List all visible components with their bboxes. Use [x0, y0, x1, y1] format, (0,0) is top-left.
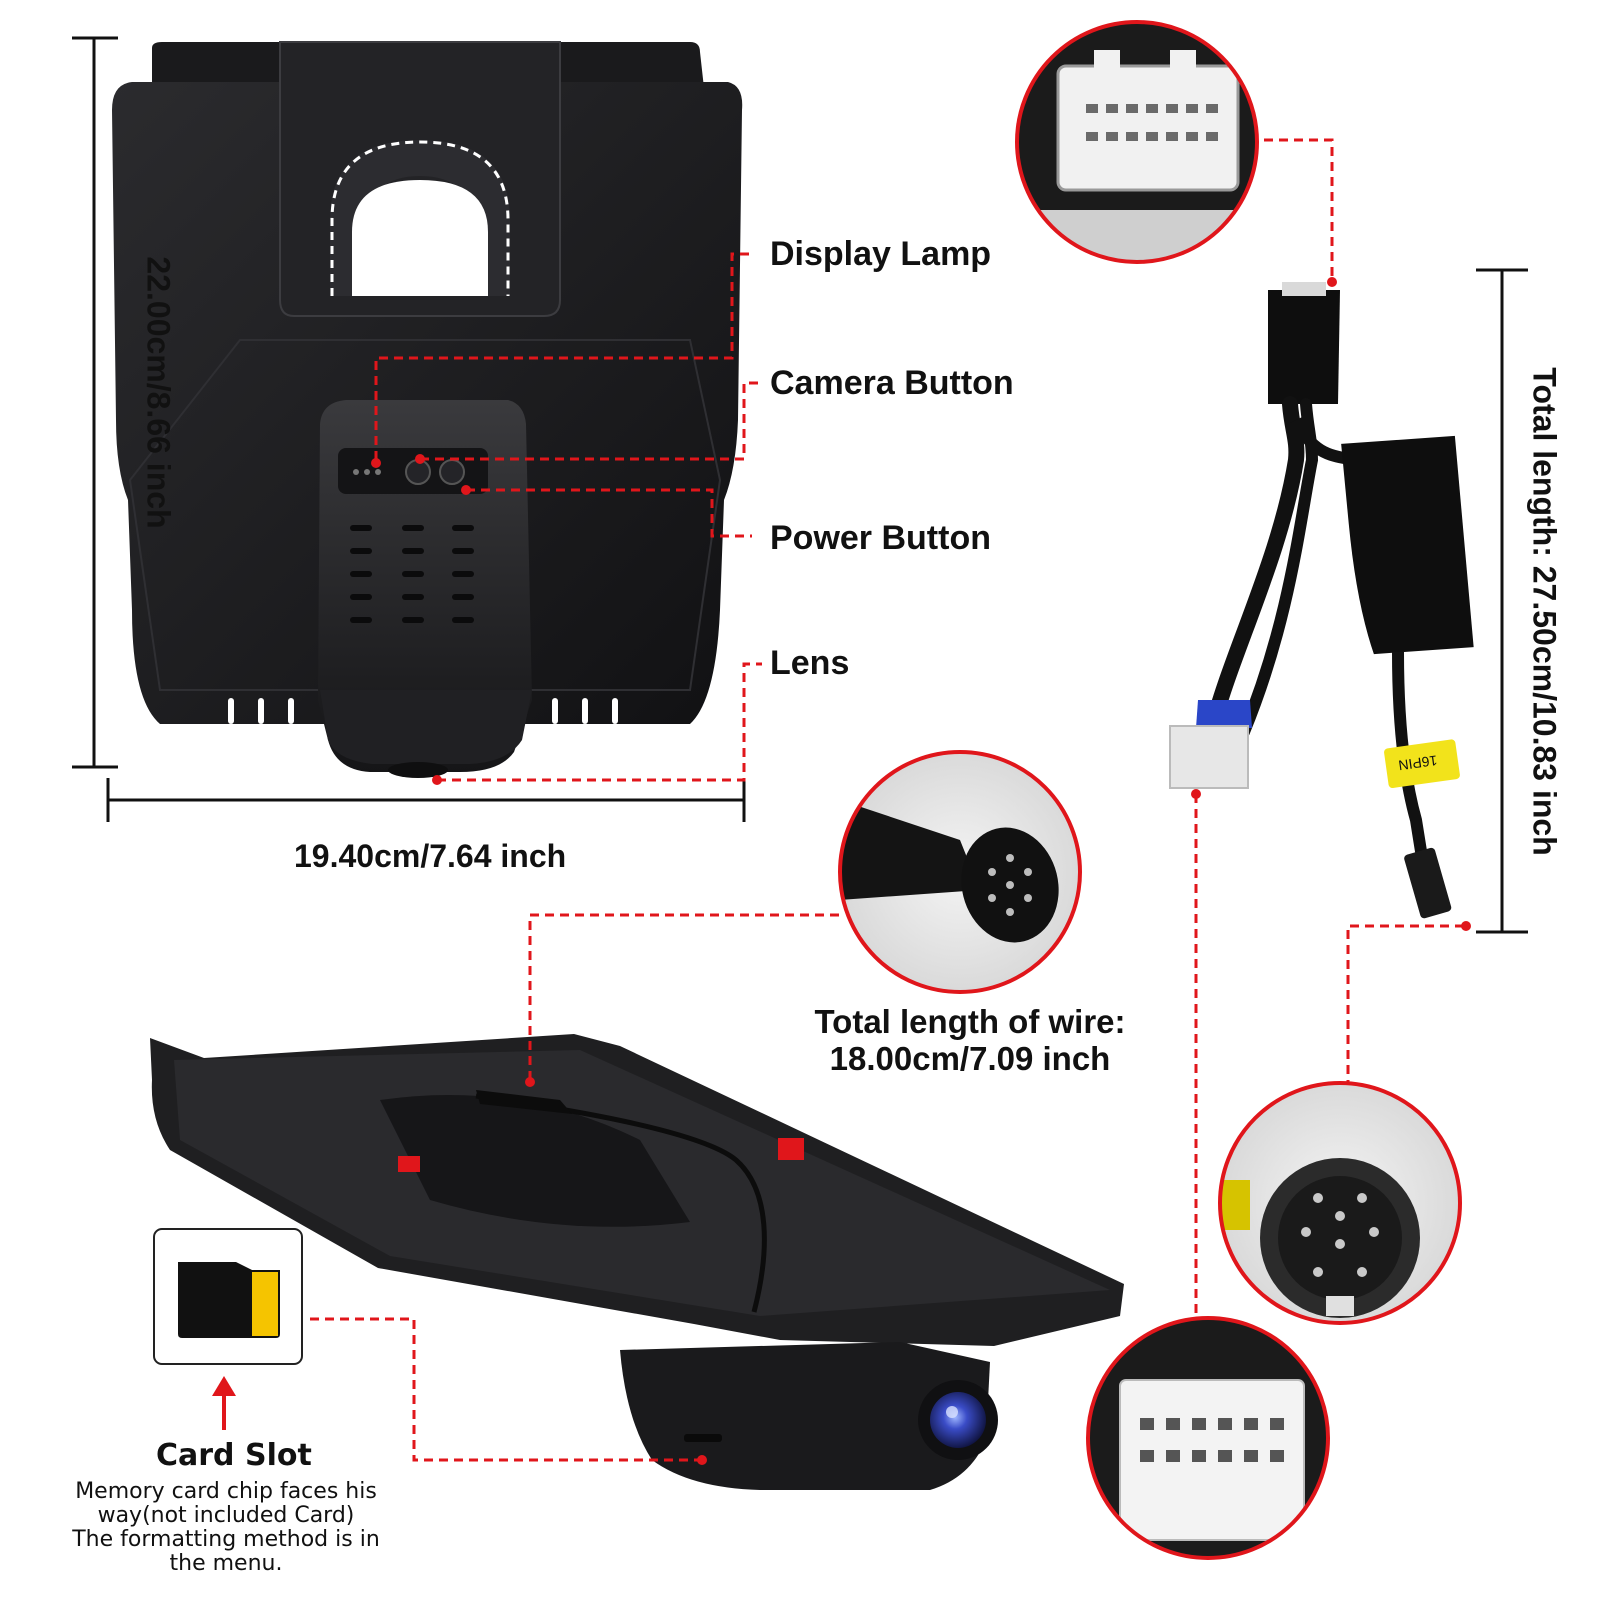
connector-zoom-round-plug [838, 750, 1082, 994]
dashcam-mount-view [150, 1034, 1124, 1490]
height-dimension-line [72, 36, 118, 769]
card-slot-arrow-icon [212, 1376, 236, 1430]
connector-tag-label: 16PIN [1397, 752, 1438, 773]
wire-length-value: 18.00cm/7.09 inch [829, 1040, 1111, 1077]
width-dimension-label: 19.40cm/7.64 inch [294, 838, 567, 874]
sd-card-icon [153, 1228, 303, 1365]
display-lamp-led [353, 469, 359, 475]
callout-lines-top [374, 252, 762, 782]
wire-length-note: Total length of wire: 18.00cm/7.09 inch [790, 1003, 1150, 1077]
camera-button-label: Camera Button [770, 364, 1014, 402]
card-slot-title: Card Slot [156, 1438, 312, 1473]
power-button-label: Power Button [770, 519, 991, 557]
card-slot-opening [684, 1434, 722, 1442]
display-lamp-label: Display Lamp [770, 235, 992, 273]
height-dimension-label: 22.00cm/8.66 inch [140, 256, 177, 529]
width-dimension-line [106, 778, 746, 822]
card-slot-note: Memory card chip faces his way(not inclu… [26, 1480, 426, 1576]
wiring-harness: 16PIN [1169, 282, 1474, 919]
wire-length-title: Total length of wire: [814, 1003, 1126, 1040]
connector-zoom-16pin-female [1015, 20, 1259, 264]
dashcam-rear-view [112, 41, 743, 778]
lens-label: Lens [770, 644, 850, 682]
card-note-line: way(not included Card) [97, 1503, 355, 1528]
cable-length-label: Total length: 27.50cm/10.83 inch [1526, 367, 1563, 856]
lens-icon [388, 762, 448, 778]
camera-button-icon[interactable] [405, 459, 431, 485]
connector-zoom-round-socket [1218, 1081, 1462, 1325]
card-note-line: The formatting method is in [72, 1527, 380, 1552]
connector-zoom-16pin-male [1086, 1316, 1330, 1560]
camera-module-rear [318, 400, 532, 778]
card-note-line: the menu. [169, 1551, 283, 1576]
cable-length-dimension-line [1476, 268, 1528, 934]
callout-lines-harness [1194, 138, 1464, 1316]
front-lens-icon [930, 1392, 986, 1448]
callout-dots-top [371, 454, 471, 785]
power-button-icon[interactable] [439, 459, 465, 485]
callout-lines-bottom [310, 913, 842, 1462]
card-note-line: Memory card chip faces his [75, 1479, 377, 1504]
